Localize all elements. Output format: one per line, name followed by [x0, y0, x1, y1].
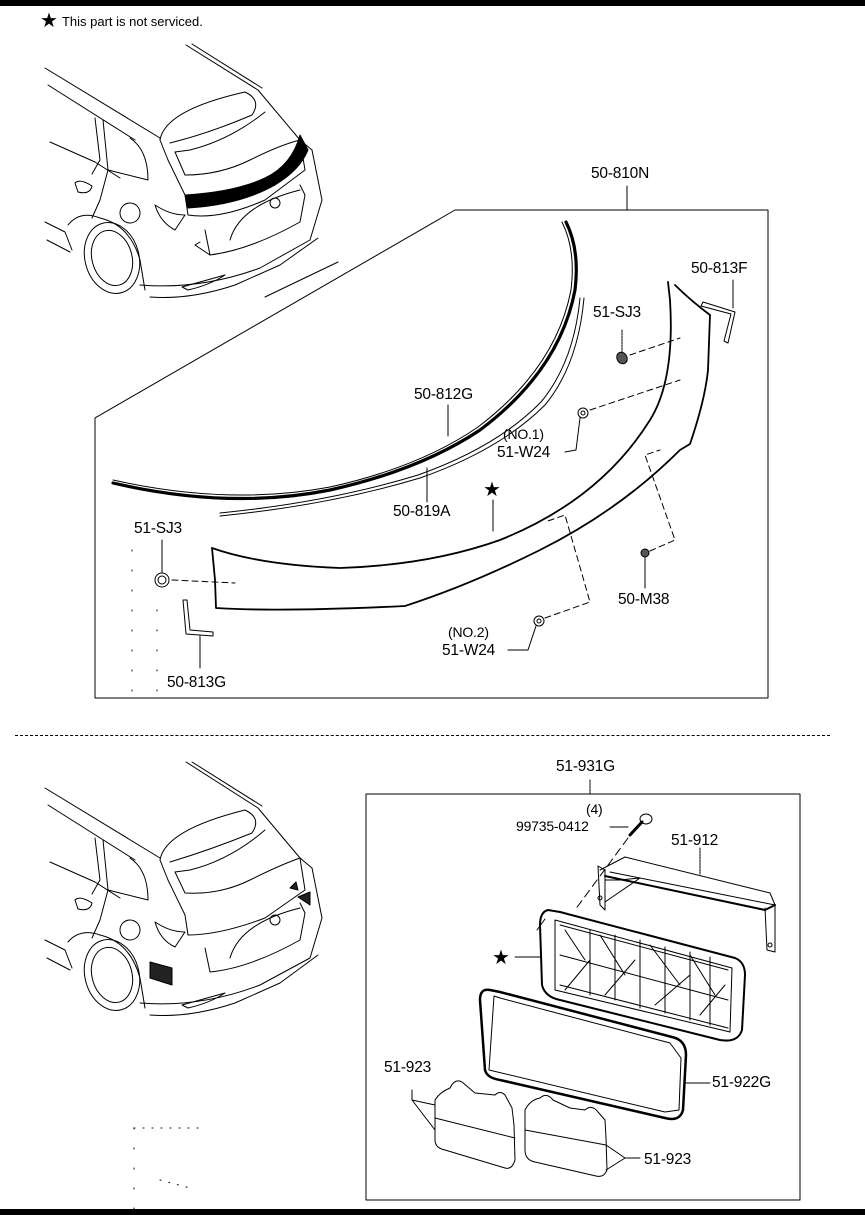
assembly-box-51-931G — [365, 779, 801, 1201]
dot-guide-lower — [133, 1127, 201, 1211]
seal-50-819A — [219, 297, 585, 517]
label-50-812G[interactable]: 50-812G — [414, 386, 473, 403]
label-51-SJ3-right[interactable]: 51-SJ3 — [593, 304, 641, 321]
grille-frame — [514, 909, 746, 1042]
label-51-SJ3-left[interactable]: 51-SJ3 — [134, 520, 182, 537]
label-50-813F[interactable]: 50-813F — [691, 260, 748, 277]
top-border-bar — [0, 0, 865, 6]
label-51-922G[interactable]: 51-922G — [712, 1074, 771, 1091]
label-assembly-50-810N[interactable]: 50-810N — [591, 165, 650, 182]
gasket-51-922G — [478, 988, 711, 1121]
not-serviced-legend: ★ This part is not serviced. — [40, 10, 203, 32]
label-assembly-51-931G[interactable]: 51-931G — [556, 758, 615, 775]
vehicle-illustration-upper — [44, 43, 339, 298]
fasteners — [154, 329, 681, 651]
label-51-923-left[interactable]: 51-923 — [384, 1059, 432, 1076]
label-99735-0412[interactable]: 99735-0412 — [516, 818, 589, 834]
label-50-M38[interactable]: 50-M38 — [618, 591, 670, 608]
label-bolt-quantity: (4) — [586, 801, 603, 817]
bolt-99735-0412 — [574, 813, 653, 911]
spoiler-body — [211, 281, 711, 611]
label-51-W24-no1-qualifier: (NO.1) — [503, 426, 544, 442]
label-51-W24-no2[interactable]: 51-W24 — [442, 642, 496, 659]
not-serviced-star-icon-grille: ★ — [492, 947, 510, 969]
label-51-923-right[interactable]: 51-923 — [644, 1151, 692, 1168]
vehicle-illustration-lower — [44, 761, 323, 1016]
not-serviced-star-icon: ★ — [483, 479, 501, 501]
star-icon: ★ — [40, 10, 58, 32]
assembly-box-50-810N — [94, 185, 769, 699]
legend-text: This part is not serviced. — [61, 13, 203, 29]
label-51-W24-no2-qualifier: (NO.2) — [448, 624, 489, 640]
bracket-51-912 — [597, 847, 776, 953]
dot-guide-upper — [131, 549, 158, 701]
covers-51-923 — [411, 1080, 641, 1177]
trim-50-813F — [700, 279, 736, 344]
trim-50-813G — [182, 599, 214, 669]
molding-50-812G — [111, 220, 578, 501]
label-51-912[interactable]: 51-912 — [671, 832, 719, 849]
bottom-border-bar — [0, 1209, 865, 1215]
label-51-W24-no1[interactable]: 51-W24 — [497, 444, 551, 461]
section-divider — [15, 735, 830, 736]
label-50-813G[interactable]: 50-813G — [167, 674, 226, 691]
label-50-819A[interactable]: 50-819A — [393, 503, 451, 520]
